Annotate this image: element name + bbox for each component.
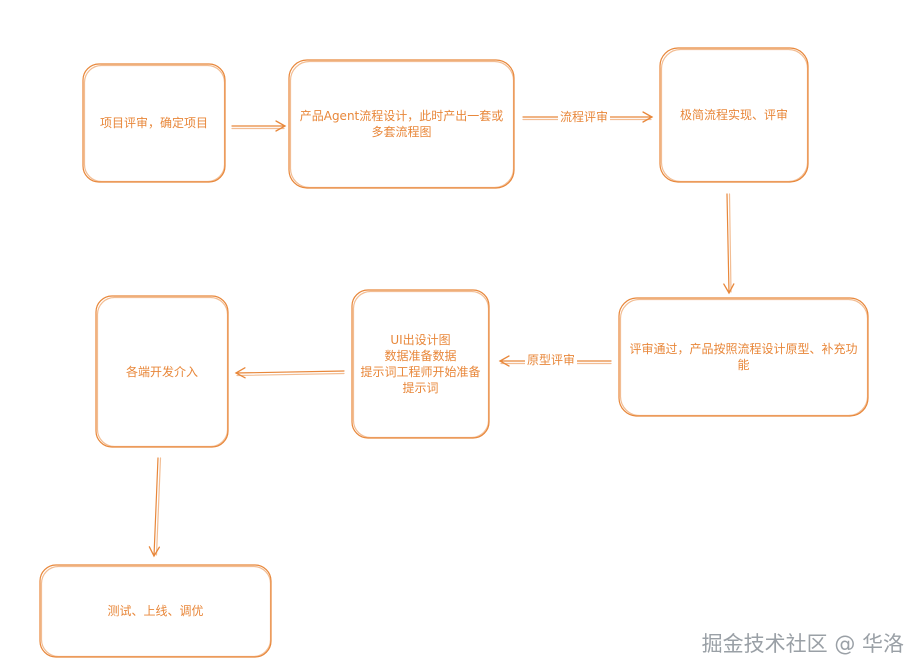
- arrow-3-to-4: [723, 193, 735, 295]
- node-ui-data-prompt-line-2: 数据准备数据: [384, 349, 457, 363]
- node-ui-data-prompt-line-3: 提示词工程师开始准备提示词: [360, 365, 481, 395]
- node-project-review: 项目评审，确定项目: [83, 64, 225, 182]
- node-agent-flow-design: 产品Agent流程设计，此时产出一套或多套流程图: [289, 60, 514, 188]
- watermark-text: 掘金技术社区 @ 华洛: [701, 632, 904, 656]
- node-test-launch-label: 测试、上线、调优: [107, 604, 204, 618]
- node-dev-start-label: 各端开发介入: [125, 364, 198, 379]
- arrow-6-to-7: [148, 457, 161, 558]
- arrow-5-to-6: [234, 367, 345, 379]
- node-outlines: [39, 47, 869, 658]
- node-minimal-flow-label: 极简流程实现、评审: [679, 108, 788, 122]
- node-prototype-design-label: 评审通过，产品按照流程设计原型、补充功能: [629, 342, 858, 372]
- node-agent-flow-design-label: 产品Agent流程设计，此时产出一套或多套流程图: [299, 109, 504, 139]
- node-ui-data-prompt: UI出设计图 数据准备数据 提示词工程师开始准备提示词: [352, 290, 489, 438]
- edge-label-flow-review: 流程评审: [558, 110, 611, 124]
- edge-label-prototype-review: 原型评审: [525, 353, 578, 367]
- node-prototype-design: 评审通过，产品按照流程设计原型、补充功能: [619, 298, 868, 416]
- node-dev-start: 各端开发介入: [96, 296, 228, 447]
- node-project-review-label: 项目评审，确定项目: [99, 116, 208, 130]
- node-ui-data-prompt-line-1: UI出设计图: [390, 333, 451, 347]
- node-minimal-flow: 极简流程实现、评审: [660, 48, 808, 182]
- node-test-launch: 测试、上线、调优: [40, 565, 271, 657]
